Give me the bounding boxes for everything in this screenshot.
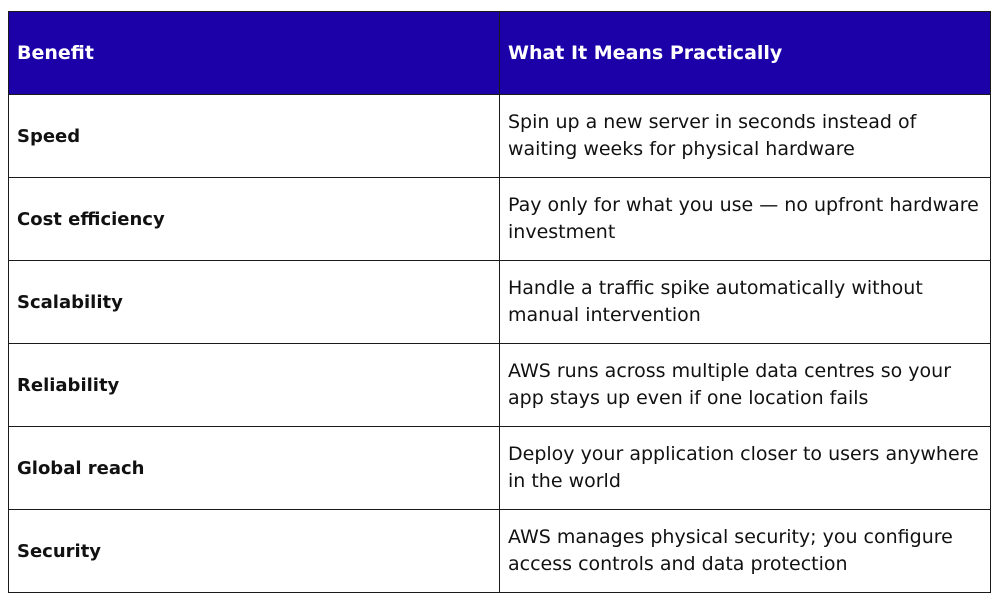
table-header-row: Benefit What It Means Practically <box>8 11 991 95</box>
meaning-cell: AWS manages physical security; you confi… <box>499 509 991 593</box>
header-benefit: Benefit <box>8 11 500 95</box>
benefit-cell: Global reach <box>8 426 500 510</box>
table-row: Speed Spin up a new server in seconds in… <box>8 94 991 178</box>
meaning-cell: Deploy your application closer to users … <box>499 426 991 510</box>
benefit-cell: Cost efficiency <box>8 177 500 261</box>
benefit-cell: Speed <box>8 94 500 178</box>
meaning-cell: AWS runs across multiple data centres so… <box>499 343 991 427</box>
meaning-cell: Pay only for what you use — no upfront h… <box>499 177 991 261</box>
meaning-cell: Spin up a new server in seconds instead … <box>499 94 991 178</box>
meaning-cell: Handle a traffic spike automatically wit… <box>499 260 991 344</box>
benefit-cell: Scalability <box>8 260 500 344</box>
table-row: Cost efficiency Pay only for what you us… <box>8 177 991 261</box>
table-row: Global reach Deploy your application clo… <box>8 426 991 510</box>
table-row: Security AWS manages physical security; … <box>8 509 991 593</box>
benefit-cell: Reliability <box>8 343 500 427</box>
table-row: Scalability Handle a traffic spike autom… <box>8 260 991 344</box>
benefits-table: Benefit What It Means Practically Speed … <box>8 11 991 593</box>
header-meaning: What It Means Practically <box>499 11 991 95</box>
benefit-cell: Security <box>8 509 500 593</box>
table-row: Reliability AWS runs across multiple dat… <box>8 343 991 427</box>
